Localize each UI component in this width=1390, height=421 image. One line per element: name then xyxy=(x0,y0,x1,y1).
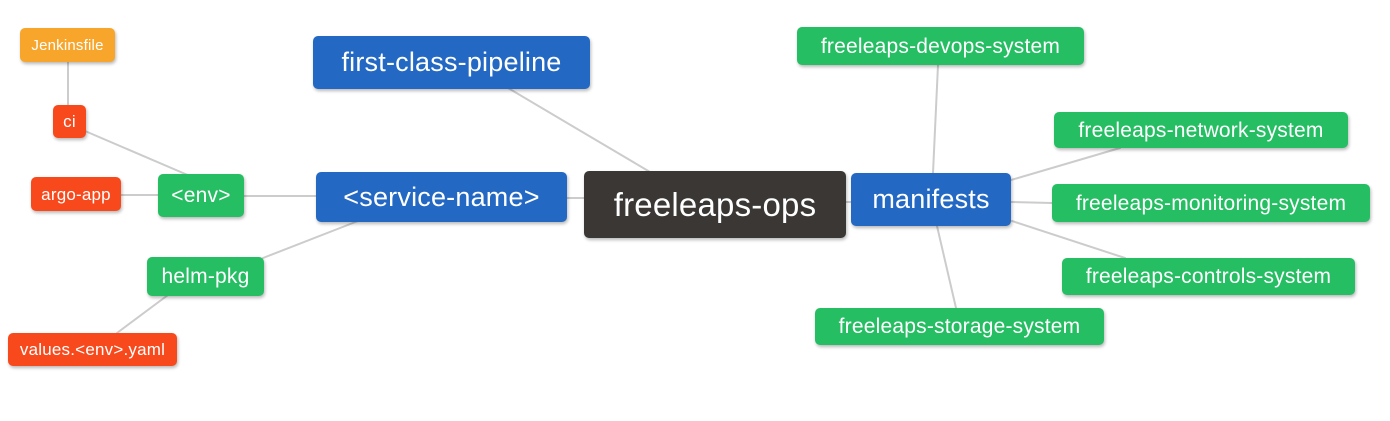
edge-ci-to-env xyxy=(84,130,191,177)
node-freeleaps-controls-system[interactable]: freeleaps-controls-system xyxy=(1062,258,1355,295)
edge-manifests-to-freeleaps-storage-system xyxy=(936,225,957,309)
node-freeleaps-storage-system[interactable]: freeleaps-storage-system xyxy=(815,308,1104,345)
node-freeleaps-ops[interactable]: freeleaps-ops xyxy=(584,171,846,238)
node-manifests[interactable]: manifests xyxy=(851,173,1011,226)
node-jenkinsfile[interactable]: Jenkinsfile xyxy=(20,28,115,62)
node-first-class-pipeline[interactable]: first-class-pipeline xyxy=(313,36,590,89)
node-env[interactable]: <env> xyxy=(158,174,244,217)
node-values-env-yaml[interactable]: values.<env>.yaml xyxy=(8,333,177,366)
node-freeleaps-monitoring-system[interactable]: freeleaps-monitoring-system xyxy=(1052,184,1370,222)
edge-helm-pkg-to-service-name xyxy=(262,220,359,259)
edge-first-class-pipeline-to-freeleaps-ops xyxy=(507,87,651,173)
edge-manifests-to-freeleaps-controls-system xyxy=(1011,220,1126,259)
edge-values-env-yaml-to-helm-pkg xyxy=(116,294,169,334)
edge-manifests-to-freeleaps-network-system xyxy=(1010,147,1121,181)
node-freeleaps-network-system[interactable]: freeleaps-network-system xyxy=(1054,112,1348,148)
edge-manifests-to-freeleaps-monitoring-system xyxy=(1010,201,1053,204)
edge-manifests-to-freeleaps-devops-system xyxy=(932,64,939,174)
node-service-name[interactable]: <service-name> xyxy=(316,172,567,222)
node-freeleaps-devops-system[interactable]: freeleaps-devops-system xyxy=(797,27,1084,65)
node-argo-app[interactable]: argo-app xyxy=(31,177,121,211)
node-ci[interactable]: ci xyxy=(53,105,86,138)
node-helm-pkg[interactable]: helm-pkg xyxy=(147,257,264,296)
